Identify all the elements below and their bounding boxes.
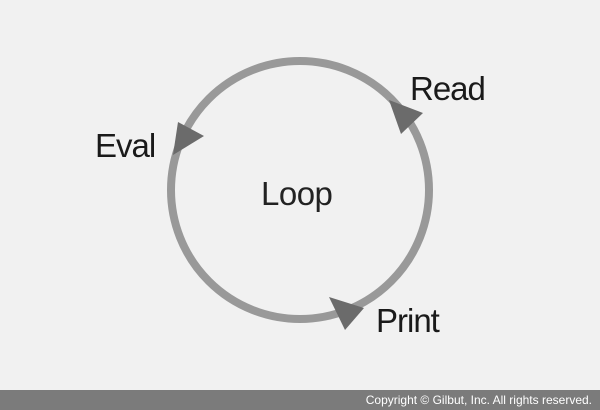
loop-ring: [167, 57, 433, 323]
stage-label-read: Read: [410, 70, 486, 107]
stage-label-print: Print: [376, 302, 440, 339]
arrow-eval: [173, 122, 204, 155]
center-label-loop: Loop: [261, 175, 333, 212]
footer-bar: Copyright © Gilbut, Inc. All rights rese…: [0, 390, 600, 410]
stage-label-eval: Eval: [95, 127, 156, 164]
loop-diagram: [167, 57, 433, 330]
copyright-notice: Copyright © Gilbut, Inc. All rights rese…: [365, 393, 592, 407]
arrow-print: [329, 297, 364, 330]
arrow-read: [389, 100, 423, 134]
